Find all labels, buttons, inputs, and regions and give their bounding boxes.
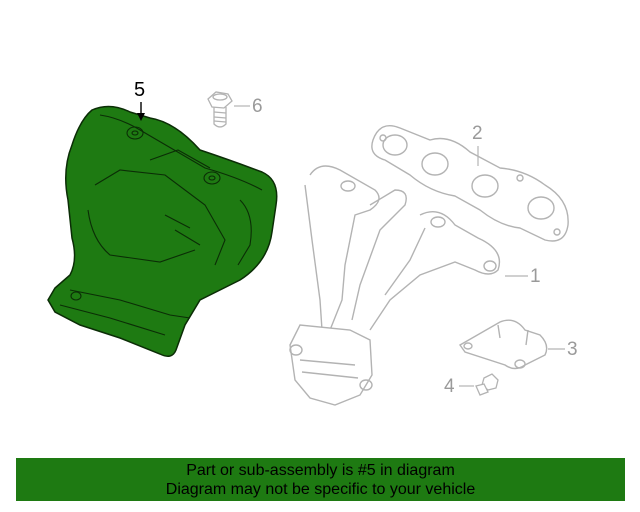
part-3-bracket[interactable]: [458, 319, 548, 370]
part-info-banner: Part or sub-assembly is #5 in diagram Di…: [16, 458, 625, 501]
callout-1[interactable]: 1: [530, 266, 541, 287]
part-6-bolt[interactable]: [207, 91, 233, 128]
callout-4[interactable]: 4: [444, 376, 455, 397]
banner-line-2: Diagram may not be specific to your vehi…: [165, 481, 476, 498]
part-2-gasket[interactable]: [371, 125, 569, 242]
part-1-exhaust-manifold[interactable]: [289, 165, 501, 406]
part-5-heat-shield[interactable]: [47, 105, 278, 357]
banner-line-1: Part or sub-assembly is #5 in diagram: [186, 462, 455, 479]
callout-6[interactable]: 6: [252, 96, 263, 117]
callout-2[interactable]: 2: [472, 123, 483, 144]
callout-3[interactable]: 3: [567, 339, 578, 360]
callout-5-arrow: [137, 102, 145, 121]
callout-5[interactable]: 5: [134, 79, 146, 101]
part-4-bolt[interactable]: [475, 373, 499, 396]
